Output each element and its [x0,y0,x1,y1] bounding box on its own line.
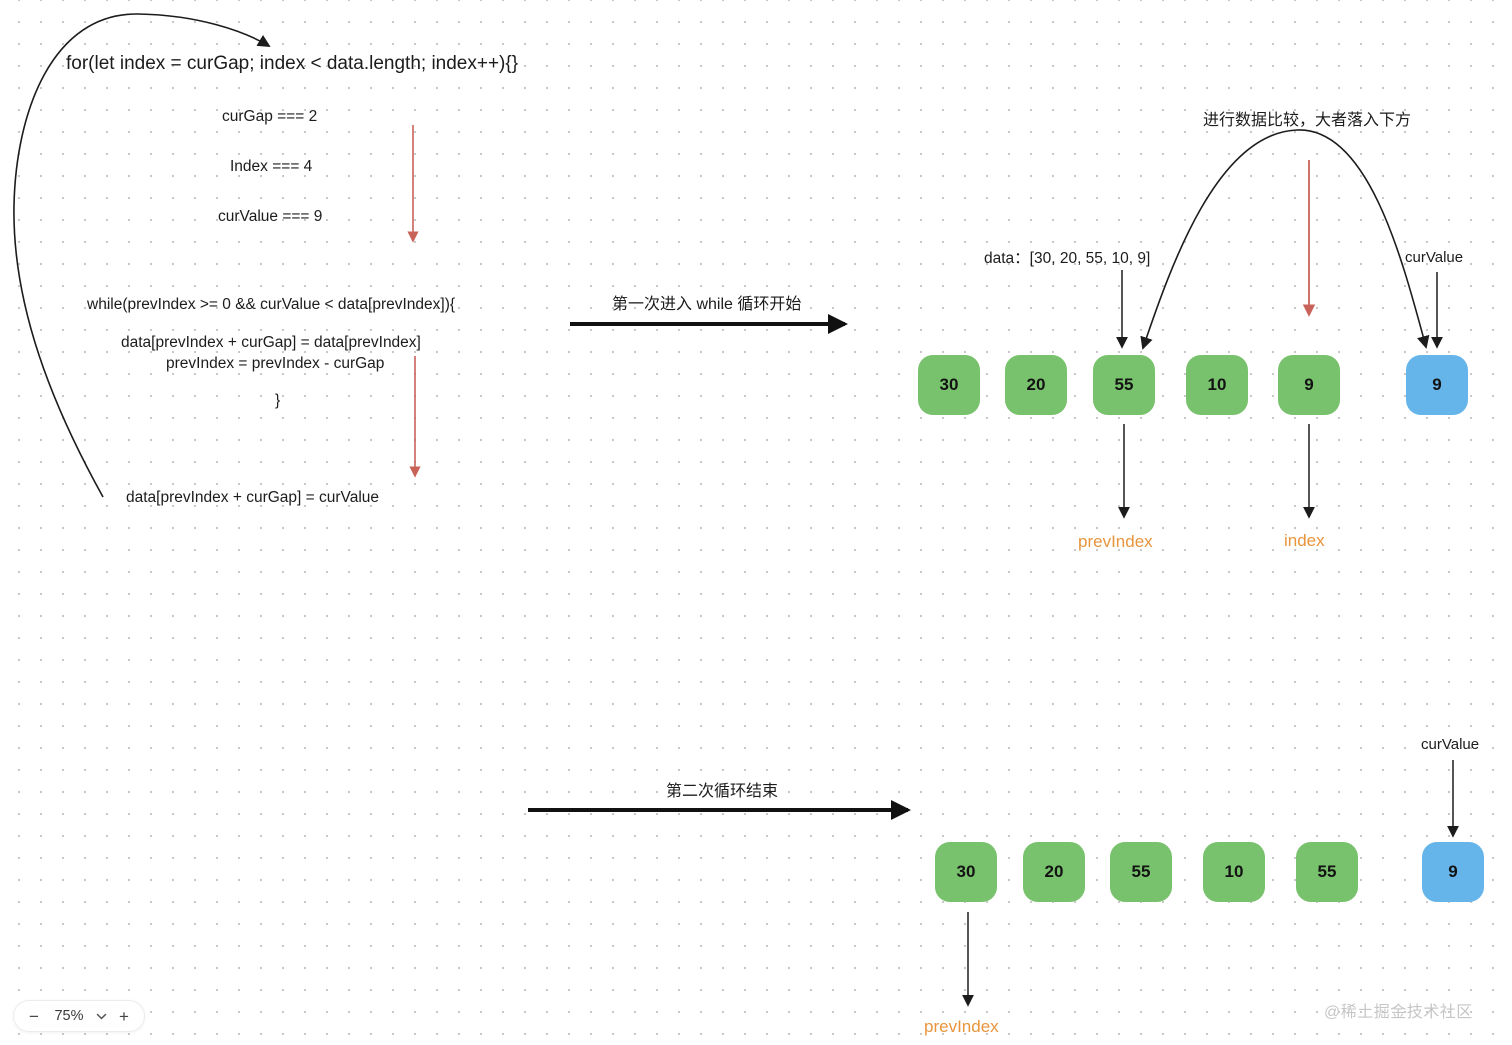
compare-arc-arrow [1140,129,1430,350]
code-while-line: while(prevIndex >= 0 && curValue < data[… [87,296,456,313]
watermark: @稀土掘金技术社区 [1324,1004,1473,1021]
step2-previndex-label: prevIndex [924,1017,999,1036]
zoom-dropdown-chevron-icon[interactable] [96,1013,107,1020]
code-index-line: Index === 4 [230,158,313,175]
step2-box-3: 10 [1203,842,1265,902]
loop-back-arrow [13,13,271,498]
step1-data-label: data：[30, 20, 55, 10, 9] [984,250,1151,267]
step2-curvalue-label: curValue [1421,736,1480,753]
step2-box-0: 30 [935,842,997,902]
code-shift-line: data[prevIndex + curGap] = data[prevInde… [121,334,421,351]
step2-box-2: 55 [1110,842,1172,902]
step1-box-0: 30 [918,355,980,415]
zoom-toolbar: − 75% + [14,1001,144,1031]
step2-box-1: 20 [1023,842,1085,902]
code-curgap-line: curGap === 2 [222,108,318,125]
code-close-brace: } [275,392,281,409]
code-for-line: for(let index = curGap; index < data.len… [66,53,519,74]
zoom-out-button[interactable]: − [29,1006,39,1026]
step1-box-4: 9 [1278,355,1340,415]
step1-curvalue-label: curValue [1405,249,1464,266]
step1-box-3: 10 [1186,355,1248,415]
zoom-level-value: 75% [54,1008,84,1024]
code-curvalue-line: curValue === 9 [218,208,323,225]
step1-index-label: index [1284,531,1325,550]
step1-box-2: 55 [1093,355,1155,415]
step2-flow-label: 第二次循环结束 [666,783,779,800]
step1-previndex-label: prevIndex [1078,532,1153,551]
step2-box-curvalue: 9 [1422,842,1484,902]
step1-box-curvalue: 9 [1406,355,1468,415]
step2-box-4: 55 [1296,842,1358,902]
zoom-in-button[interactable]: + [119,1006,129,1026]
step1-box-1: 20 [1005,355,1067,415]
code-decrement-line: prevIndex = prevIndex - curGap [166,355,385,372]
step1-compare-note: 进行数据比较，大者落入下方 [1203,112,1412,129]
code-insert-line: data[prevIndex + curGap] = curValue [126,489,380,506]
step1-flow-label: 第一次进入 while 循环开始 [612,296,802,313]
